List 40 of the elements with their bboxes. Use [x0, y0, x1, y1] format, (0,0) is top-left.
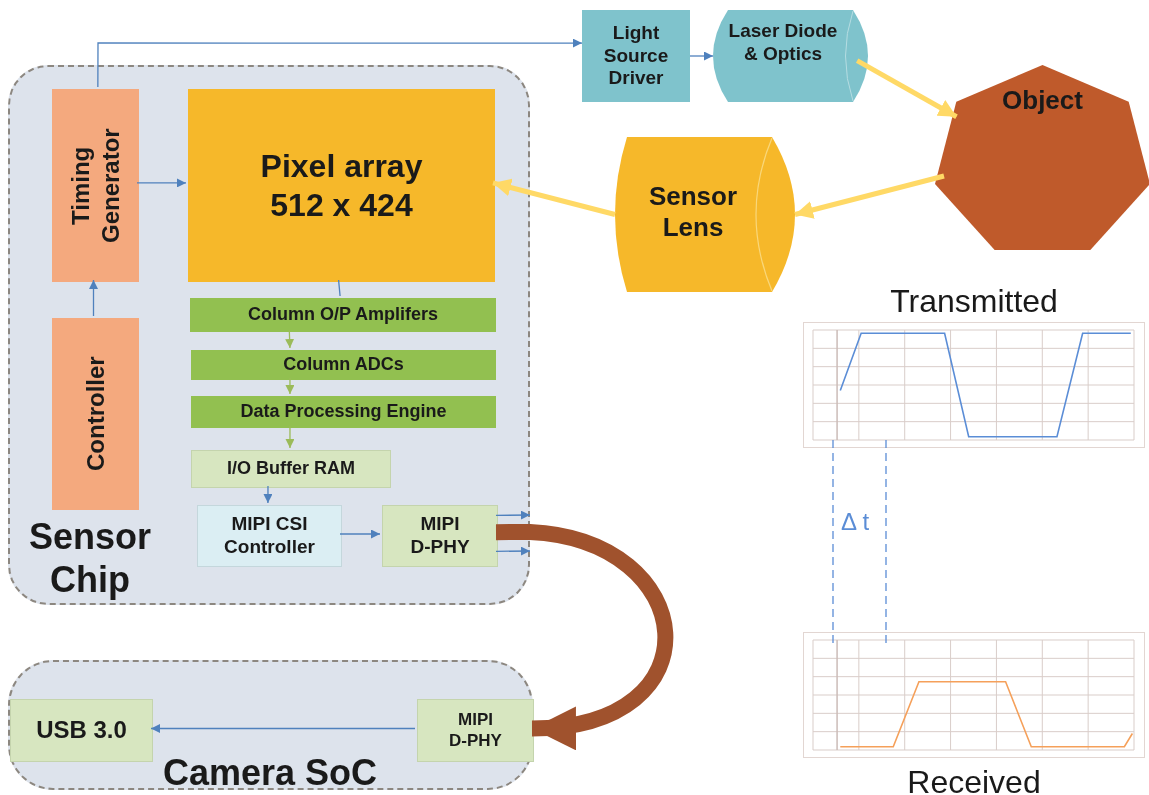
arrow	[285, 377, 295, 395]
arrow	[97, 38, 583, 88]
arrow	[689, 51, 714, 61]
arrow	[89, 279, 98, 317]
node-label: Pixel array 512 x 424	[259, 147, 424, 224]
curved-arrow	[495, 524, 674, 747]
process-box: MIPI D-PHY	[382, 505, 498, 567]
group-title: Camera SoC	[161, 750, 379, 794]
process-box	[188, 89, 495, 282]
arrow	[136, 178, 187, 188]
chart-title: Transmitted	[889, 282, 1059, 321]
group-box	[8, 65, 530, 605]
arrow	[285, 425, 295, 449]
arrow	[794, 173, 945, 219]
arrow	[495, 510, 531, 520]
measure-label: Δ t	[841, 508, 870, 536]
arrow	[285, 329, 295, 349]
arrow	[492, 178, 616, 217]
node-label: Sensor Lens	[647, 181, 739, 244]
connector-line	[337, 279, 341, 297]
arrow	[855, 58, 958, 119]
process-box: Timing Generator	[52, 89, 139, 282]
process-box: MIPI D-PHY	[417, 699, 534, 762]
process-box: USB 3.0	[10, 699, 153, 762]
process-box: Controller	[52, 318, 139, 510]
process-box: Column O/P Amplifers	[190, 298, 496, 332]
arrow	[150, 724, 416, 733]
process-box: Column ADCs	[191, 350, 496, 380]
group-box	[8, 660, 533, 790]
node-label: Laser Diode & Optics	[727, 20, 839, 66]
process-box: Light Source Driver	[582, 10, 690, 102]
process-box: I/O Buffer RAM	[191, 450, 391, 488]
arrow	[495, 546, 531, 556]
arrow	[263, 485, 273, 504]
process-box: MIPI CSI Controller	[197, 505, 342, 567]
group-title: Sensor Chip	[27, 514, 152, 601]
node-label: Object	[1001, 85, 1084, 117]
arrow	[339, 529, 381, 539]
process-box: Data Processing Engine	[191, 396, 496, 428]
chart-title: Received	[906, 762, 1042, 795]
